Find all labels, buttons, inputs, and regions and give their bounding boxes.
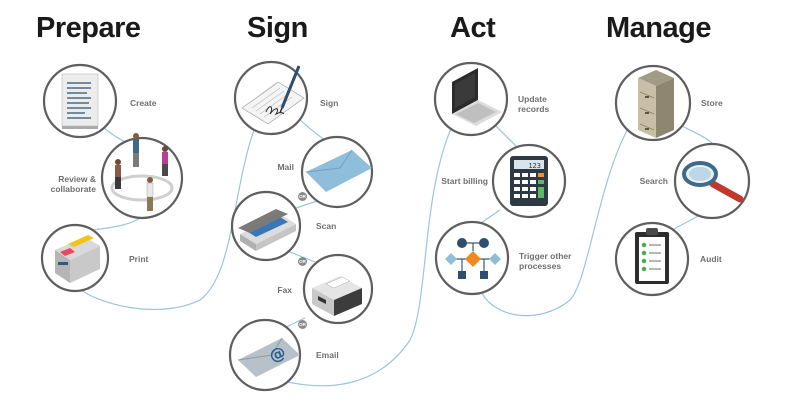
step-mail: [300, 135, 374, 209]
fax-machine-icon: [312, 276, 362, 316]
label-audit: Audit: [700, 254, 722, 264]
heading-manage: Manage: [606, 12, 711, 44]
people-collaborate-icon: [110, 133, 174, 211]
svg-text:@: @: [266, 342, 288, 366]
heading-act: Act: [450, 12, 496, 44]
label-fax: Fax: [277, 285, 292, 295]
signature-pen-icon: [241, 65, 305, 125]
laptop-icon: [452, 68, 502, 126]
heading-sign: Sign: [247, 12, 308, 44]
magnifying-glass-icon: [682, 161, 744, 203]
step-trigger-processes: [434, 220, 510, 296]
step-search: [673, 142, 751, 220]
label-review-collaborate: Review & collaborate: [50, 174, 96, 194]
or-connector-2: OR: [298, 257, 307, 266]
label-mail: Mail: [277, 162, 294, 172]
clipboard-checklist-icon: [635, 228, 669, 284]
printer-icon: [55, 235, 100, 283]
document-icon: [61, 73, 99, 129]
or-connector-3: OR: [298, 320, 307, 329]
step-sign: [233, 60, 309, 136]
or-connector-1: OR: [298, 192, 307, 201]
flow-connector-line: [74, 94, 719, 387]
label-trigger-processes: Trigger other processes: [519, 251, 572, 271]
label-email: Email: [316, 350, 339, 360]
label-scan: Scan: [316, 221, 337, 231]
flowchart-icon: [445, 238, 501, 279]
step-store: [614, 64, 692, 142]
scanner-icon: [238, 209, 296, 251]
envelope-icon: [305, 149, 372, 192]
step-start-billing: 123: [491, 143, 567, 219]
label-start-billing: Start billing: [441, 176, 488, 186]
file-cabinet-icon: [638, 70, 674, 138]
label-update-records: Update records: [518, 94, 550, 114]
email-envelope-icon: @: [237, 337, 300, 377]
heading-prepare: Prepare: [36, 12, 141, 44]
label-print: Print: [129, 254, 149, 264]
step-email: @: [228, 318, 302, 392]
step-fax: [302, 253, 374, 325]
step-review: [100, 133, 184, 220]
step-update-records: [433, 61, 509, 137]
label-store: Store: [701, 98, 723, 108]
label-sign: Sign: [320, 98, 339, 108]
step-create: [42, 63, 118, 139]
label-create: Create: [130, 98, 157, 108]
calculator-display-text: 123: [528, 162, 541, 170]
step-scan: [230, 190, 302, 262]
calculator-icon: 123: [510, 156, 548, 206]
label-search: Search: [639, 176, 668, 186]
step-print: [40, 223, 110, 293]
step-audit: [614, 221, 690, 297]
